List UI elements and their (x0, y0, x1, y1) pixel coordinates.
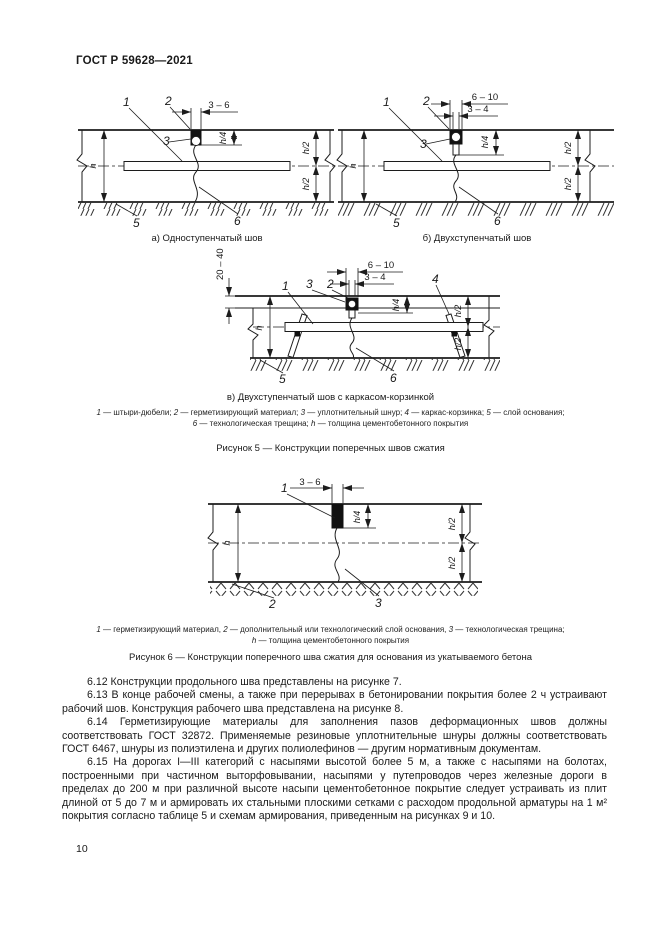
dim-h2-lower: h/2 (301, 178, 311, 191)
dim-h4: h/4 (391, 299, 401, 312)
label-5: 5 (133, 216, 140, 230)
legend-key: 1 (96, 408, 101, 417)
caption-diagram-c: в) Двухступенчатый шов с каркасом-корзин… (226, 392, 435, 403)
dim-h: h (348, 163, 358, 168)
part-labels: 1 2 3 5 6 (115, 94, 241, 230)
part-labels: 1 2 3 5 6 (375, 94, 501, 230)
crack-line (349, 317, 355, 359)
paragraph-6-14: 6.14 Герметизирующие материалы для запол… (62, 716, 607, 756)
doc-header-title: ГОСТ Р 59628—2021 (76, 55, 193, 67)
page-number: 10 (76, 843, 88, 855)
base-hatching (78, 202, 334, 216)
legend-key: 1 (96, 625, 101, 634)
joint-detail (449, 129, 463, 203)
legend-key: 5 (486, 408, 491, 417)
base-hatching (250, 358, 500, 371)
slab-outline (207, 503, 482, 583)
dim-3-6: 3 – 6 (208, 100, 229, 111)
dim-h2-lower: h/2 (447, 557, 457, 570)
dim-h2-upper: h/2 (453, 305, 463, 318)
dim-3-6: 3 – 6 (299, 477, 320, 488)
label-5: 5 (279, 372, 286, 386)
crack-line (193, 144, 199, 203)
caption-diagram-a: а) Одноступенчатый шов (151, 233, 263, 244)
legend-key: 3 (448, 625, 454, 634)
caption-diagram-b: б) Двухступенчатый шов (422, 233, 532, 244)
dim-20-40: 20 – 40 (215, 248, 226, 280)
paragraph-6-13: 6.13 В конце рабочей смены, а также при … (62, 689, 607, 715)
base-hatching (210, 582, 478, 596)
label-6: 6 (390, 371, 397, 385)
base-hatching (338, 202, 614, 216)
dim-h: h (254, 325, 264, 330)
diagram-a-single-step-joint: 3 – 6 h/4 h/2 h/2 h 1 2 3 5 6 (76, 94, 336, 230)
legend-key: h (251, 636, 257, 645)
dimension-lines: 3 – 6 h/4 h/2 h/2 h (222, 477, 465, 582)
label-2: 2 (326, 277, 334, 291)
dim-h2-upper: h/2 (563, 142, 573, 155)
dim-6-10: 6 – 10 (368, 260, 394, 271)
dim-h: h (88, 163, 98, 168)
dim-h4: h/4 (218, 132, 228, 145)
body-text: 6.12 Конструкции продольного шва предста… (62, 676, 607, 823)
diagram-b-two-step-joint: 6 – 10 3 – 4 h/4 h/2 h/2 h 1 2 3 5 6 (336, 92, 614, 230)
crack-line (334, 527, 340, 583)
label-3: 3 (420, 137, 427, 151)
figure5-legend-line2: 6 — технологическая трещина; h — толщина… (192, 419, 469, 428)
legend-key: 3 (300, 408, 306, 417)
dim-h: h (222, 540, 232, 545)
joint-detail (345, 297, 359, 359)
diagram-c-basket-frame-joint: 20 – 40 6 – 10 3 – 4 h/4 h/2 h/2 h 1 3 (215, 248, 500, 386)
figure5-caption: Рисунок 5 — Конструкции поперечных швов … (216, 443, 445, 454)
dim-h2-upper: h/2 (301, 142, 311, 155)
part-labels: 1 3 2 4 5 6 (259, 272, 450, 386)
label-3: 3 (306, 277, 313, 291)
dimension-lines: 6 – 10 3 – 4 h/4 h/2 h/2 h (348, 92, 581, 202)
dim-h4: h/4 (352, 511, 362, 524)
paragraph-6-12: 6.12 Конструкции продольного шва предста… (87, 676, 402, 688)
label-1: 1 (123, 95, 130, 109)
label-1: 1 (281, 481, 288, 495)
figure6-legend-line1: 1 — герметизирующий материал, 2 — дополн… (96, 625, 565, 634)
dowel-bar (284, 322, 484, 332)
label-1: 1 (383, 95, 390, 109)
figure5-legend-line1: 1 — штыри-дюбели; 2 — герметизирующий ма… (96, 408, 565, 417)
label-4: 4 (432, 272, 439, 286)
figure6-caption: Рисунок 6 — Конструкции поперечного шва … (129, 652, 532, 663)
dim-3-4: 3 – 4 (364, 272, 385, 283)
dowel-bar (123, 161, 291, 171)
diagram-fig6-rolled-concrete-base-joint: 3 – 6 h/4 h/2 h/2 h 1 2 3 (207, 477, 482, 611)
joint-detail (190, 129, 202, 203)
legend-key: 4 (404, 408, 409, 417)
part-labels: 1 2 3 (231, 481, 382, 611)
label-3: 3 (375, 596, 382, 610)
dimension-lines: 20 – 40 6 – 10 3 – 4 h/4 h/2 h/2 h (215, 248, 471, 358)
label-2: 2 (422, 94, 430, 108)
label-2: 2 (268, 597, 276, 611)
legend-key: 2 (173, 408, 179, 417)
figure6-legend-line2: h — толщина цементобетонного покрытия (251, 636, 410, 645)
legend-key: h (311, 419, 316, 428)
label-6: 6 (234, 214, 241, 228)
label-6: 6 (494, 214, 501, 228)
label-5: 5 (393, 216, 400, 230)
dim-6-10: 6 – 10 (472, 92, 498, 103)
joint-detail (331, 503, 344, 583)
dim-3-4: 3 – 4 (467, 104, 488, 115)
dim-h2-lower: h/2 (453, 338, 463, 351)
dowel-bar (383, 161, 551, 171)
crack-line (453, 154, 459, 203)
legend-key: 2 (223, 625, 228, 634)
paragraph-6-15: 6.15 На дорогах I—III категорий с насыпя… (62, 756, 607, 823)
label-3: 3 (163, 134, 170, 148)
legend-key: 6 (192, 419, 198, 428)
label-1: 1 (282, 279, 289, 293)
dimension-lines: 3 – 6 h/4 h/2 h/2 h (88, 100, 319, 202)
label-2: 2 (164, 94, 172, 108)
dim-h4: h/4 (480, 136, 490, 149)
basket-frame (284, 313, 484, 359)
dim-h2-upper: h/2 (447, 518, 457, 531)
dim-h2-lower: h/2 (563, 178, 573, 191)
